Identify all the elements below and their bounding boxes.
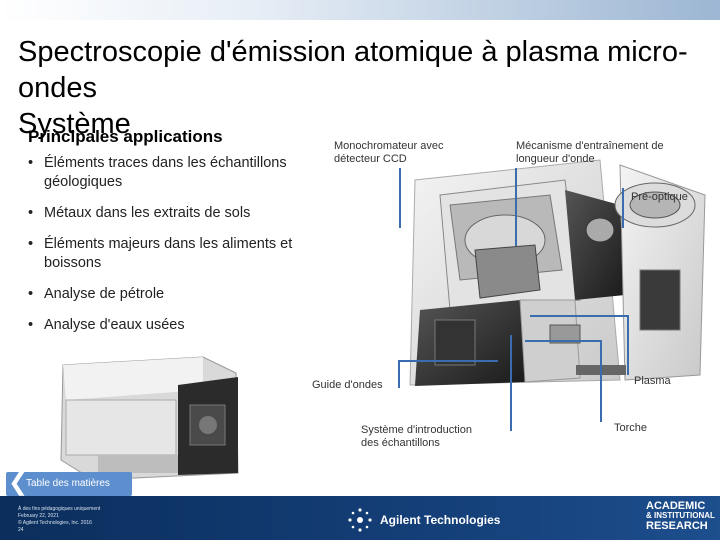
list-item: • Analyse de pétrole bbox=[28, 285, 328, 304]
bullet-marker: • bbox=[28, 236, 34, 252]
list-item: • Éléments traces dans les échantillons g… bbox=[28, 154, 328, 192]
label-wavelength-drive: Mécanisme d'entraînement de longueur d'o… bbox=[516, 140, 664, 165]
label-waveguide: Guide d'ondes bbox=[312, 379, 383, 391]
instrument-photo bbox=[60, 356, 239, 480]
chevron-left-icon: ❮ bbox=[8, 469, 29, 496]
callout-line-wavelength-drive bbox=[515, 168, 517, 246]
footer-note-3: © Agilent Technologies, Inc. 2016 bbox=[18, 520, 92, 526]
label-torch: Torche bbox=[614, 422, 648, 434]
bullet-marker: • bbox=[28, 205, 34, 221]
slide-title-text: Spectroscopie d'émission atomique à plas… bbox=[18, 36, 688, 104]
list-item-text: Métaux dans les extraits de sols bbox=[44, 205, 251, 221]
academic-line-1: ACADEMIC bbox=[646, 500, 706, 512]
table-of-contents-button[interactable]: ❮ Table des matières bbox=[6, 469, 132, 496]
toc-label: Table des matières bbox=[26, 478, 110, 489]
list-item-text: Éléments traces dans les échantillons gé… bbox=[44, 155, 287, 190]
academic-line-2: & INSTITUTIONAL bbox=[646, 511, 715, 520]
agilent-spark-icon bbox=[348, 508, 372, 532]
callout-line-monochromator bbox=[399, 168, 401, 228]
list-item: • Analyse d'eaux usées bbox=[28, 316, 328, 335]
list-item-text: Éléments majeurs dans les aliments et bo… bbox=[44, 236, 293, 271]
callout-line-plasma-h bbox=[530, 315, 628, 317]
callout-line-waveguide bbox=[398, 360, 400, 388]
applications-list: • Éléments traces dans les échantillons g… bbox=[28, 154, 328, 347]
list-item: • Éléments majeurs dans les aliments et b… bbox=[28, 235, 328, 273]
academic-line-3: RESEARCH bbox=[646, 520, 708, 532]
footer-note-4: 24 bbox=[18, 527, 24, 533]
footer-note-1: À des fins pédagogiques uniquement bbox=[18, 506, 101, 512]
section-heading: Principales applications bbox=[28, 127, 223, 146]
callout-line-torch bbox=[600, 340, 602, 422]
label-plasma: Plasma bbox=[634, 375, 671, 387]
callout-line-waveguide-h bbox=[398, 360, 498, 362]
callout-line-sample-intro bbox=[510, 335, 512, 431]
bullet-marker: • bbox=[28, 286, 34, 302]
label-monochromator: Monochromateur avec détecteur CCD bbox=[334, 140, 444, 165]
footer-note-2: February 22, 2021 bbox=[18, 513, 59, 519]
label-pre-optics: Pré-optique bbox=[631, 191, 688, 203]
agilent-brand-text: Agilent Technologies bbox=[380, 513, 501, 527]
label-sample-intro: Système d'introduction des échantillons bbox=[361, 424, 472, 449]
bullet-marker: • bbox=[28, 155, 34, 171]
top-gradient-band bbox=[0, 0, 720, 20]
instrument-cutaway-illustration bbox=[409, 159, 706, 386]
academic-research-logo: ACADEMIC & INSTITUTIONAL RESEARCH bbox=[646, 500, 715, 532]
slide-title: Spectroscopie d'émission atomique à plas… bbox=[18, 34, 698, 142]
callout-line-torch-h bbox=[525, 340, 601, 342]
slide-subtitle: Système bbox=[18, 108, 131, 140]
list-item-text: Analyse de pétrole bbox=[44, 286, 165, 302]
callout-line-pre-optics bbox=[622, 188, 624, 228]
callout-line-plasma bbox=[627, 315, 629, 375]
list-item-text: Analyse d'eaux usées bbox=[44, 317, 185, 333]
bullet-marker: • bbox=[28, 317, 34, 333]
list-item: • Métaux dans les extraits de sols bbox=[28, 204, 328, 223]
